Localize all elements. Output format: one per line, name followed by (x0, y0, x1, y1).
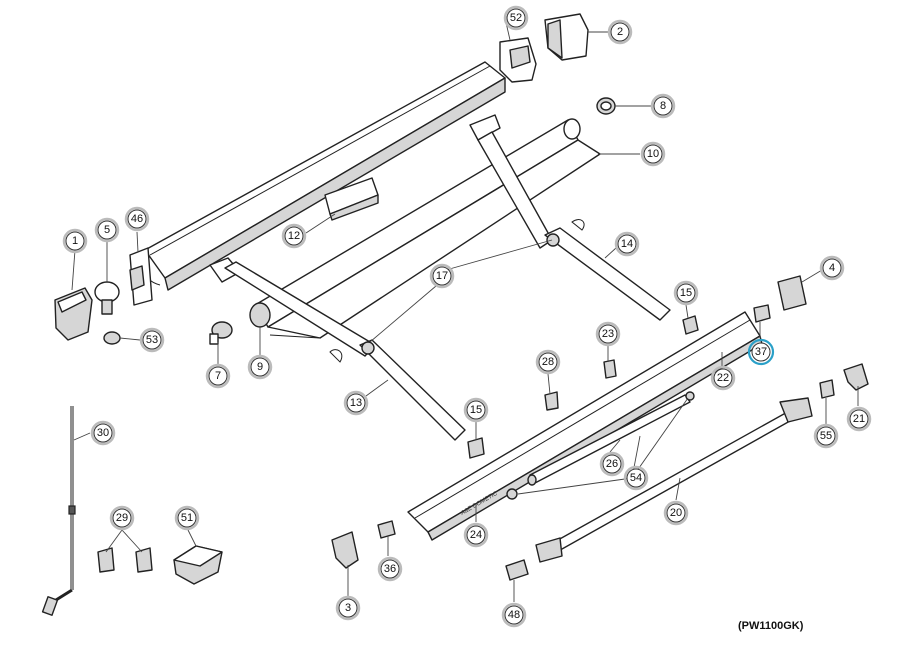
callout-17: 17 (429, 263, 455, 289)
svg-text:23: 23 (602, 328, 614, 340)
clip-28 (544, 391, 559, 411)
end-cap-37 (753, 304, 771, 323)
telescoping-rod (527, 394, 691, 486)
callout-21: 21 (846, 406, 872, 432)
callout-46: 46 (124, 206, 150, 232)
svg-text:29: 29 (116, 512, 128, 524)
callout-53: 53 (139, 327, 165, 353)
left-end-bracket (129, 247, 153, 306)
crank-handle (41, 406, 76, 616)
callout-52: 52 (503, 5, 529, 31)
callout-55: 55 (813, 423, 839, 449)
callout-15-lower: 15 (463, 397, 489, 423)
callout-5: 5 (94, 217, 120, 243)
svg-text:9: 9 (257, 361, 263, 373)
svg-text:12: 12 (288, 230, 300, 242)
callout-2: 2 (607, 19, 633, 45)
svg-text:7: 7 (215, 370, 221, 382)
svg-text:22: 22 (717, 372, 729, 384)
svg-text:54: 54 (630, 472, 642, 484)
support-rod (535, 397, 813, 563)
knob (596, 97, 616, 115)
left-pivot-fitting (94, 281, 120, 315)
clip-55 (819, 379, 835, 399)
callout-26: 26 (599, 451, 625, 477)
main-arm-13 (329, 339, 466, 441)
svg-text:1: 1 (72, 235, 78, 247)
small-screw-cap (103, 331, 121, 345)
svg-text:26: 26 (606, 458, 618, 470)
end-plug-48 (505, 559, 529, 581)
callout-4: 4 (819, 255, 845, 281)
callout-7: 7 (205, 363, 231, 389)
callout-23: 23 (595, 321, 621, 347)
svg-text:55: 55 (820, 430, 832, 442)
callout-29: 29 (109, 505, 135, 531)
svg-text:53: 53 (146, 334, 158, 346)
svg-text:21: 21 (853, 413, 865, 425)
clip-15-lower (467, 437, 485, 459)
callout-28: 28 (535, 349, 561, 375)
carry-case-51 (173, 545, 223, 585)
svg-text:17: 17 (436, 270, 448, 282)
svg-text:48: 48 (508, 609, 520, 621)
callout-12: 12 (281, 223, 307, 249)
svg-text:13: 13 (350, 397, 362, 409)
svg-text:15: 15 (470, 404, 482, 416)
left-end-cover (54, 287, 93, 341)
bottom-bracket-3 (331, 531, 359, 569)
callout-13: 13 (343, 390, 369, 416)
svg-text:52: 52 (510, 12, 522, 24)
callout-24: 24 (463, 522, 489, 548)
callout-51: 51 (174, 505, 200, 531)
svg-text:24: 24 (470, 529, 482, 541)
svg-text:37: 37 (755, 346, 767, 358)
svg-text:14: 14 (621, 238, 633, 250)
callout-bubbles: 1 2 3 4 5 7 8 9 10 12 13 14 15 15 17 20 … (62, 5, 872, 628)
bracket-21 (843, 363, 869, 391)
end-cap-top (499, 37, 537, 83)
bracket-4 (777, 275, 807, 311)
callout-9: 9 (247, 354, 273, 380)
callout-15-upper: 15 (673, 280, 699, 306)
svg-text:20: 20 (670, 507, 682, 519)
callout-30: 30 (90, 420, 116, 446)
svg-text:36: 36 (384, 563, 396, 575)
callout-20: 20 (663, 500, 689, 526)
bracket-pair-29 (97, 547, 153, 573)
callout-37-highlighted: 37 (747, 338, 775, 366)
main-arm-14 (544, 219, 671, 321)
callout-8: 8 (650, 93, 676, 119)
callout-48: 48 (501, 602, 527, 628)
svg-text:51: 51 (181, 512, 193, 524)
svg-text:2: 2 (617, 26, 623, 38)
svg-text:8: 8 (660, 100, 666, 112)
clip-36 (377, 520, 396, 539)
clip-15-upper (682, 315, 699, 335)
callout-22: 22 (710, 365, 736, 391)
callout-1: 1 (62, 228, 88, 254)
awning-case (139, 61, 506, 291)
rod-end-fitting-left (506, 488, 518, 500)
end-cover-top (544, 13, 589, 61)
svg-text:28: 28 (542, 356, 554, 368)
svg-text:4: 4 (829, 262, 835, 274)
callout-10: 10 (640, 141, 666, 167)
callout-54: 54 (623, 465, 649, 491)
clip-23 (603, 359, 617, 379)
svg-text:15: 15 (680, 287, 692, 299)
rail-bracket (324, 177, 379, 221)
svg-text:46: 46 (131, 213, 143, 225)
callout-14: 14 (614, 231, 640, 257)
callout-3: 3 (335, 595, 361, 621)
callout-36: 36 (377, 556, 403, 582)
roller-end-plug (209, 321, 233, 345)
svg-text:10: 10 (647, 148, 659, 160)
svg-text:3: 3 (345, 602, 351, 614)
model-code-label: (PW1100GK) (738, 620, 804, 632)
svg-text:30: 30 (97, 427, 109, 439)
svg-text:5: 5 (104, 224, 110, 236)
